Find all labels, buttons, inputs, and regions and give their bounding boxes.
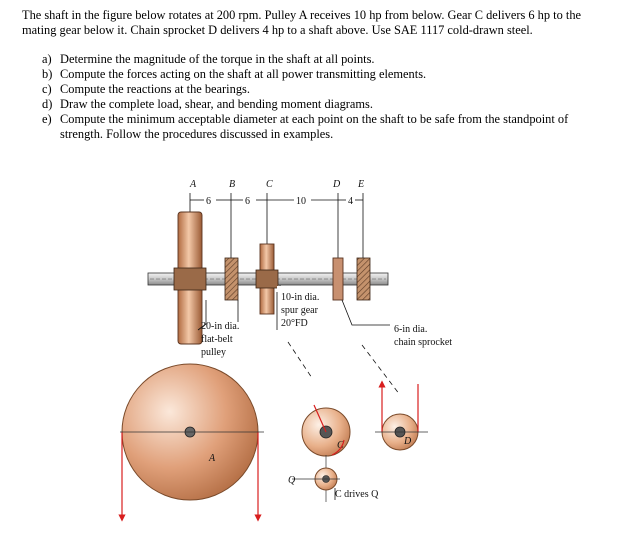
- task-item: b) Compute the forces acting on the shaft…: [42, 67, 607, 82]
- pulley-label: 20-in dia. flat-belt pulley: [201, 321, 239, 358]
- drives-label: C drives Q: [335, 489, 379, 500]
- gear-rotation-arrow: [331, 439, 345, 456]
- svg-text:6-in dia.: 6-in dia.: [394, 324, 427, 335]
- point-label: B: [229, 179, 235, 190]
- task-letter: d): [42, 97, 53, 111]
- gear-hub: [255, 269, 279, 289]
- task-letter: b): [42, 67, 53, 81]
- gear-label: 10-in dia. spur gear 20°FD: [276, 286, 331, 330]
- projection-lines: [287, 341, 401, 396]
- dimension-line: [189, 193, 364, 262]
- gear-q-marker: Q: [288, 475, 296, 486]
- bearing-e: [356, 257, 371, 301]
- dimension-label: 6: [206, 196, 211, 207]
- svg-text:10-in dia.: 10-in dia.: [281, 292, 319, 303]
- svg-text:20°FD: 20°FD: [281, 318, 308, 329]
- pulley-hub: [173, 267, 207, 291]
- task-letter: c): [42, 82, 52, 96]
- task-item: e) Compute the minimum acceptable diamete…: [42, 112, 607, 142]
- point-label: C: [266, 179, 273, 190]
- dimension-label: 10: [296, 196, 306, 207]
- task-text: Draw the complete load, shear, and bendi…: [60, 97, 373, 111]
- svg-text:flat-belt: flat-belt: [201, 334, 233, 345]
- point-label: D: [332, 179, 341, 190]
- task-text: Compute the forces acting on the shaft a…: [60, 67, 427, 81]
- dimension-label: 6: [245, 196, 250, 207]
- svg-text:chain sprocket: chain sprocket: [394, 337, 452, 348]
- task-letter: e): [42, 112, 52, 126]
- task-list: a) Determine the magnitude of the torque …: [42, 52, 607, 142]
- svg-text:spur gear: spur gear: [281, 305, 319, 316]
- task-text: Determine the magnitude of the torque in…: [60, 52, 375, 66]
- pulley-a-marker: A: [208, 453, 216, 464]
- sprocket-label: 6-in dia. chain sprocket: [394, 324, 452, 348]
- sprocket-d-marker: D: [403, 436, 412, 447]
- svg-text:pulley: pulley: [201, 347, 226, 358]
- bearing-b: [224, 257, 239, 301]
- task-letter: a): [42, 52, 52, 66]
- problem-statement: The shaft in the figure below rotates at…: [22, 8, 582, 37]
- task-item: d) Draw the complete load, shear, and ben…: [42, 97, 607, 112]
- task-item: c) Compute the reactions at the bearings.: [42, 82, 607, 97]
- point-label: A: [189, 179, 197, 190]
- task-item: a) Determine the magnitude of the torque …: [42, 52, 607, 67]
- gear-force-arrow: [313, 404, 327, 433]
- problem-text: The shaft in the figure below rotates at…: [22, 8, 607, 142]
- task-text: Compute the reactions at the bearings.: [60, 82, 250, 96]
- point-label: E: [357, 179, 364, 190]
- task-text: Compute the minimum acceptable diameter …: [60, 112, 569, 141]
- gear-c-marker: C: [337, 440, 344, 451]
- svg-text:20-in dia.: 20-in dia.: [201, 321, 239, 332]
- sprocket-d-side: [332, 257, 344, 301]
- dimension-label: 4: [348, 196, 353, 207]
